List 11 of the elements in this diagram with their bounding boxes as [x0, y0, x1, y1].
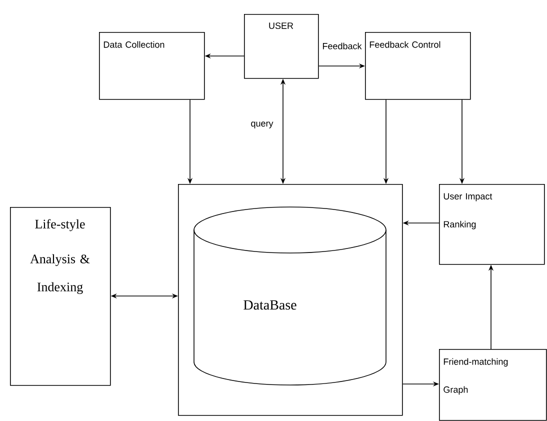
- node-label: DataBase: [244, 300, 296, 310]
- process-box: Life-style Analysis & Indexing: [10, 207, 111, 386]
- process-box: Feedback Control: [365, 32, 471, 100]
- process-box: User Impact Ranking: [439, 184, 545, 265]
- process-box: Friend-matching Graph: [439, 349, 547, 421]
- database-frame: [178, 184, 403, 416]
- edge-label: query: [251, 122, 274, 128]
- process-box: USER: [244, 14, 319, 79]
- edge-label: Feedback: [322, 42, 362, 50]
- process-box: Data Collection: [99, 32, 205, 100]
- database-cylinder: DataBase: [194, 206, 386, 386]
